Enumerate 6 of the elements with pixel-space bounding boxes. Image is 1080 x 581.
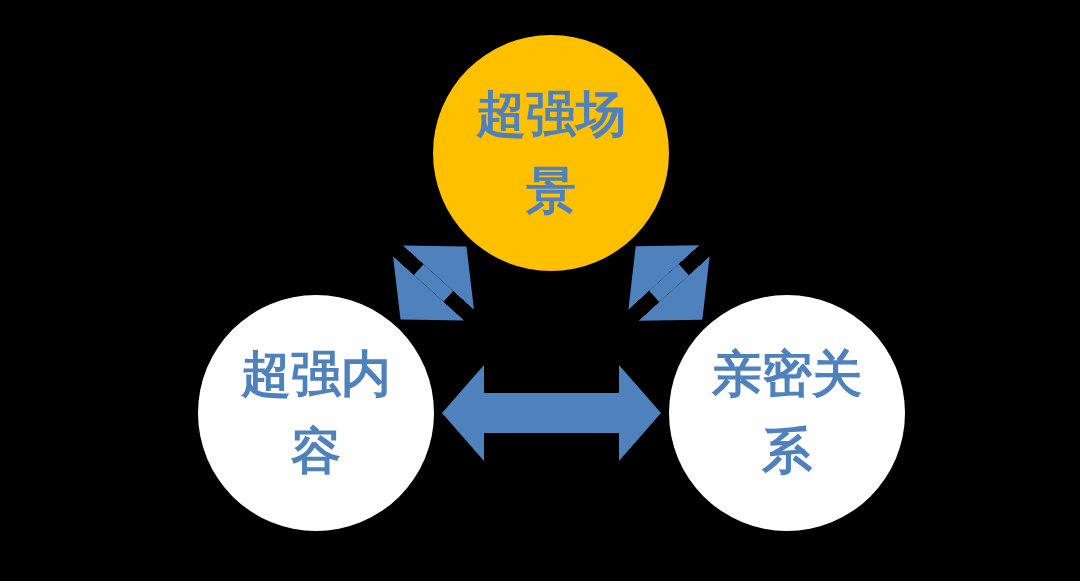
double-arrow bbox=[628, 245, 710, 321]
node-label: 超强内容 bbox=[240, 343, 392, 482]
node-label: 亲密关系 bbox=[711, 343, 863, 482]
double-arrow bbox=[393, 245, 474, 321]
double-arrow bbox=[442, 365, 661, 461]
node-label: 超强场景 bbox=[475, 83, 627, 222]
